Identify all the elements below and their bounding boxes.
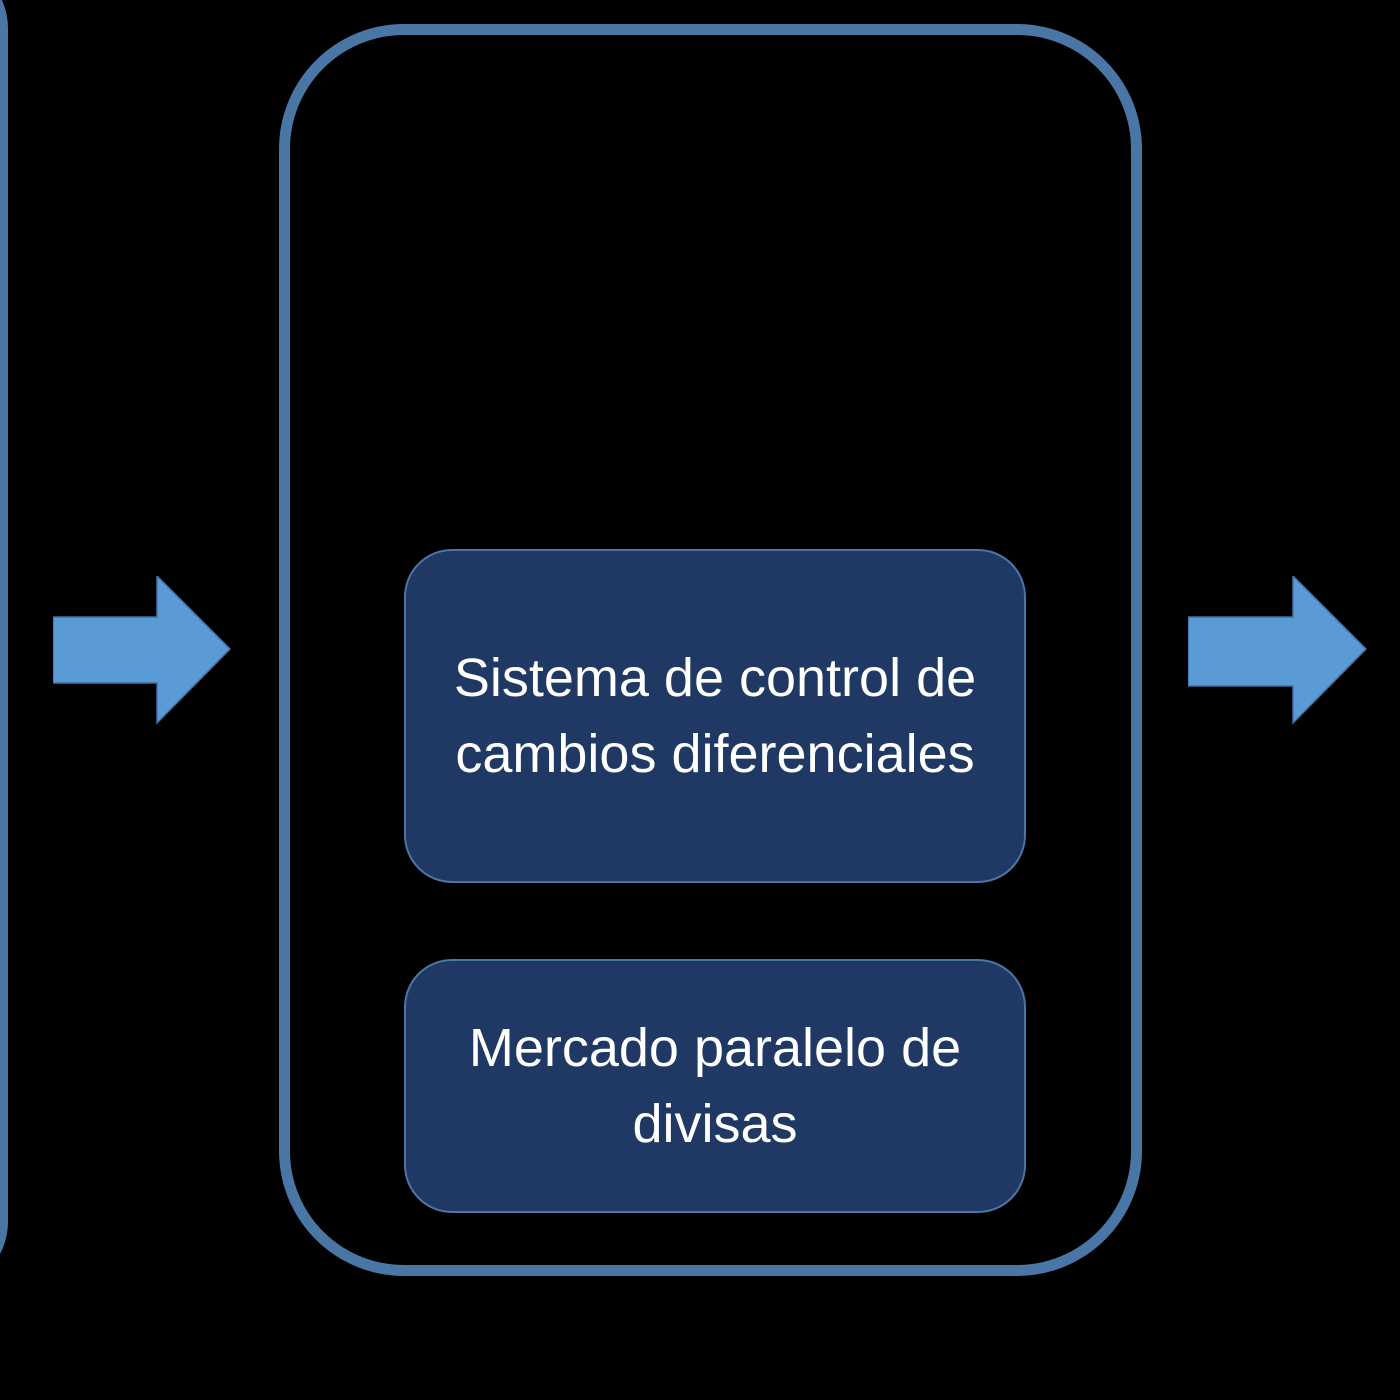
diagram-box-mercado-paralelo: Mercado paralelo de divisas xyxy=(404,959,1026,1213)
right-arrow-icon xyxy=(53,576,232,725)
box-label: Mercado paralelo de divisas xyxy=(468,1018,962,1154)
center-group-frame xyxy=(279,24,1142,1276)
diagram-box-control-cambios: Sistema de control de cambios diferencia… xyxy=(404,549,1026,883)
box-label: Sistema de control de cambios diferencia… xyxy=(453,648,977,784)
left-group-frame xyxy=(0,0,8,1290)
right-arrow-icon xyxy=(1188,576,1368,725)
